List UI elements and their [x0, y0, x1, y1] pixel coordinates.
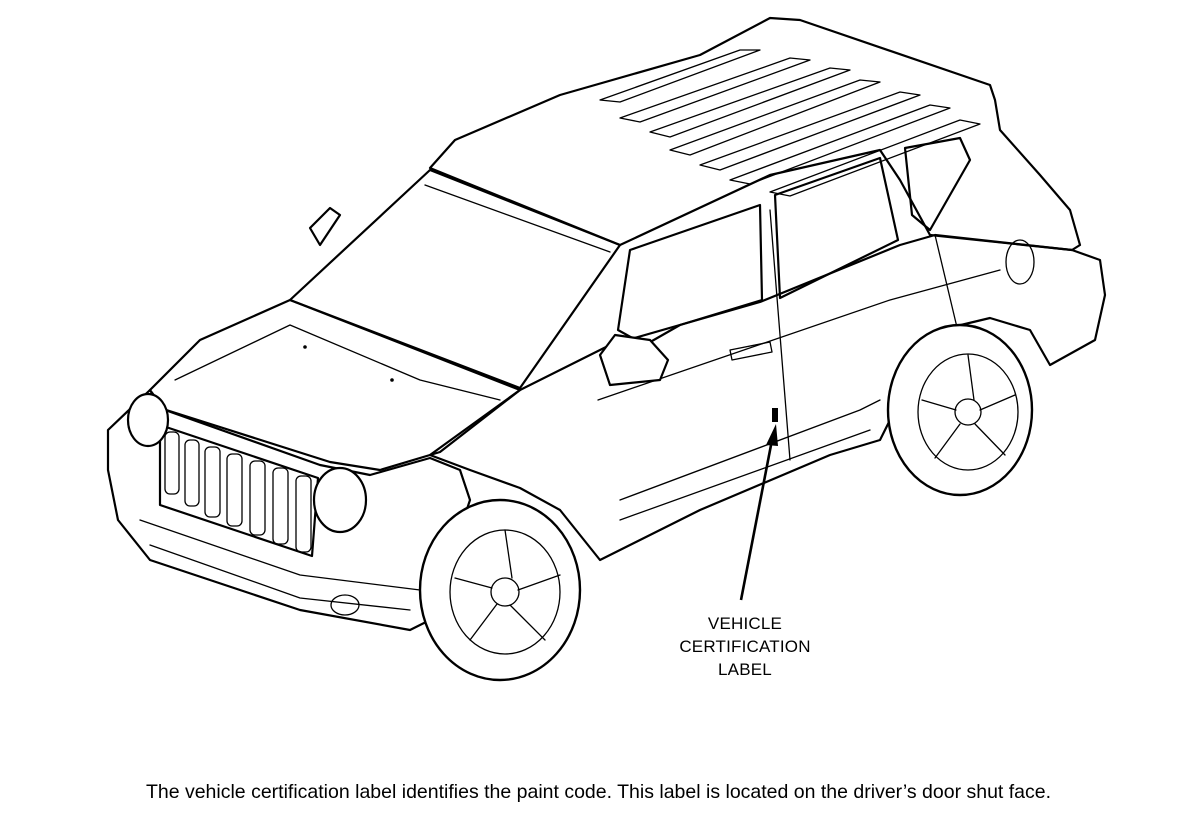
vehicle-body [106, 16, 1107, 682]
front-wheel [418, 498, 582, 682]
hood [148, 298, 522, 472]
windshield [288, 168, 622, 390]
right-headlight [312, 466, 368, 534]
side-mirror [598, 333, 670, 387]
rear-wheel [886, 323, 1034, 497]
figure-caption: The vehicle certification label identifi… [145, 781, 1052, 803]
callout-arrow [739, 424, 778, 601]
roof-ribs [599, 49, 981, 197]
rear-side-window [773, 156, 900, 300]
grille [158, 423, 320, 558]
left-headlight [126, 392, 170, 448]
fog-light [330, 594, 360, 616]
rear-quarter-window [903, 136, 972, 232]
callout-line-3: LABEL [718, 660, 772, 679]
vehicle-diagram [106, 16, 1107, 682]
fuel-door [1005, 239, 1035, 285]
roof-outline [428, 16, 1082, 252]
callout-vehicle-certification-label: VEHICLE CERTIFICATION LABEL [630, 612, 860, 681]
certification-label-marker [772, 408, 778, 422]
callout-line-2: CERTIFICATION [679, 637, 811, 656]
door-handle [729, 341, 773, 361]
front-side-window [616, 203, 764, 347]
callout-line-1: VEHICLE [707, 614, 783, 633]
